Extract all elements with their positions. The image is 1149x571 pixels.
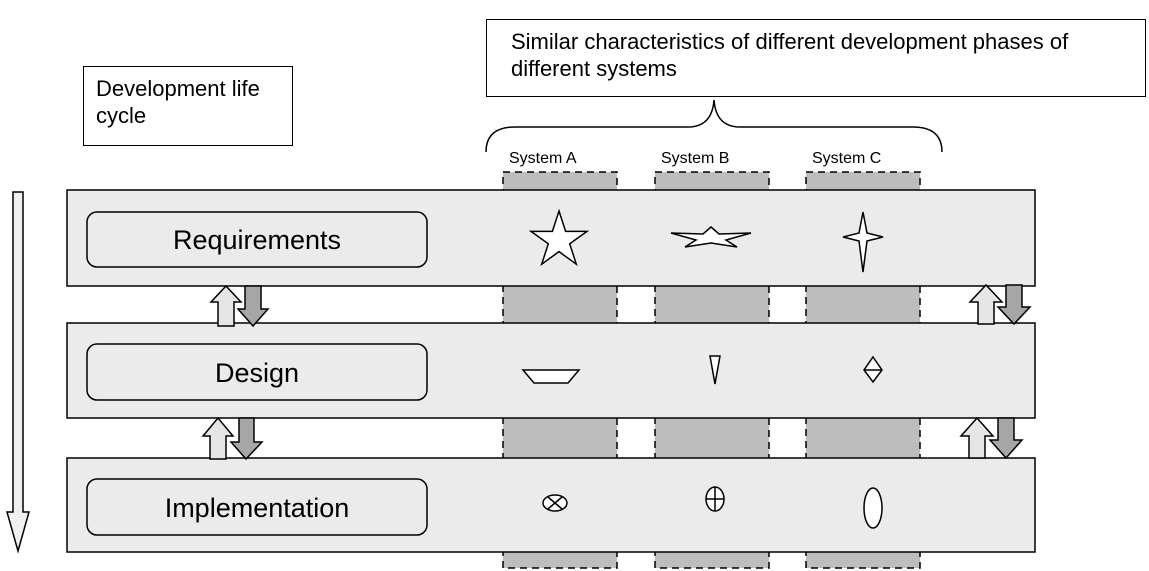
up-arrow-icon — [968, 283, 1004, 325]
down-arrow-icon — [988, 417, 1024, 460]
four-point-star-icon — [842, 211, 884, 273]
phase-box-implementation — [86, 478, 428, 536]
up-arrow-icon — [201, 416, 235, 460]
diamond-icon — [863, 355, 883, 384]
phase-box-requirements — [86, 211, 428, 268]
down-arrow-icon — [229, 417, 264, 461]
system-label-c: System C — [812, 150, 882, 167]
transition-arrows — [201, 283, 1032, 461]
system-label-a: System A — [509, 150, 577, 167]
system-label-b: System B — [661, 150, 730, 167]
up-arrow-icon — [209, 284, 243, 327]
systems-brace — [485, 99, 943, 153]
similar-characteristics-box: Similar characteristics of different dev… — [486, 19, 1146, 97]
trapezoid-icon — [521, 369, 581, 384]
lifecycle-title-box: Development life cycle — [83, 66, 293, 146]
lifecycle-title: Development life cycle — [96, 76, 260, 128]
similar-characteristics-title: Similar characteristics of different dev… — [511, 29, 1069, 81]
lifecycle-down-arrow-icon — [6, 191, 30, 554]
phase-label-requirements: Requirements — [173, 225, 341, 255]
phase-label-implementation: Implementation — [165, 493, 350, 523]
star-icon — [528, 208, 590, 267]
ellipse-icon — [863, 487, 883, 529]
down-arrow-icon — [236, 285, 270, 328]
inverted-triangle-icon — [709, 355, 721, 385]
circle-x-icon — [542, 494, 568, 512]
down-arrow-icon — [996, 284, 1032, 326]
circle-cross-icon — [705, 486, 725, 512]
flat-star-icon — [670, 226, 752, 248]
phase-label-design: Design — [215, 358, 299, 388]
up-arrow-icon — [959, 416, 995, 459]
phase-box-design — [86, 343, 428, 401]
